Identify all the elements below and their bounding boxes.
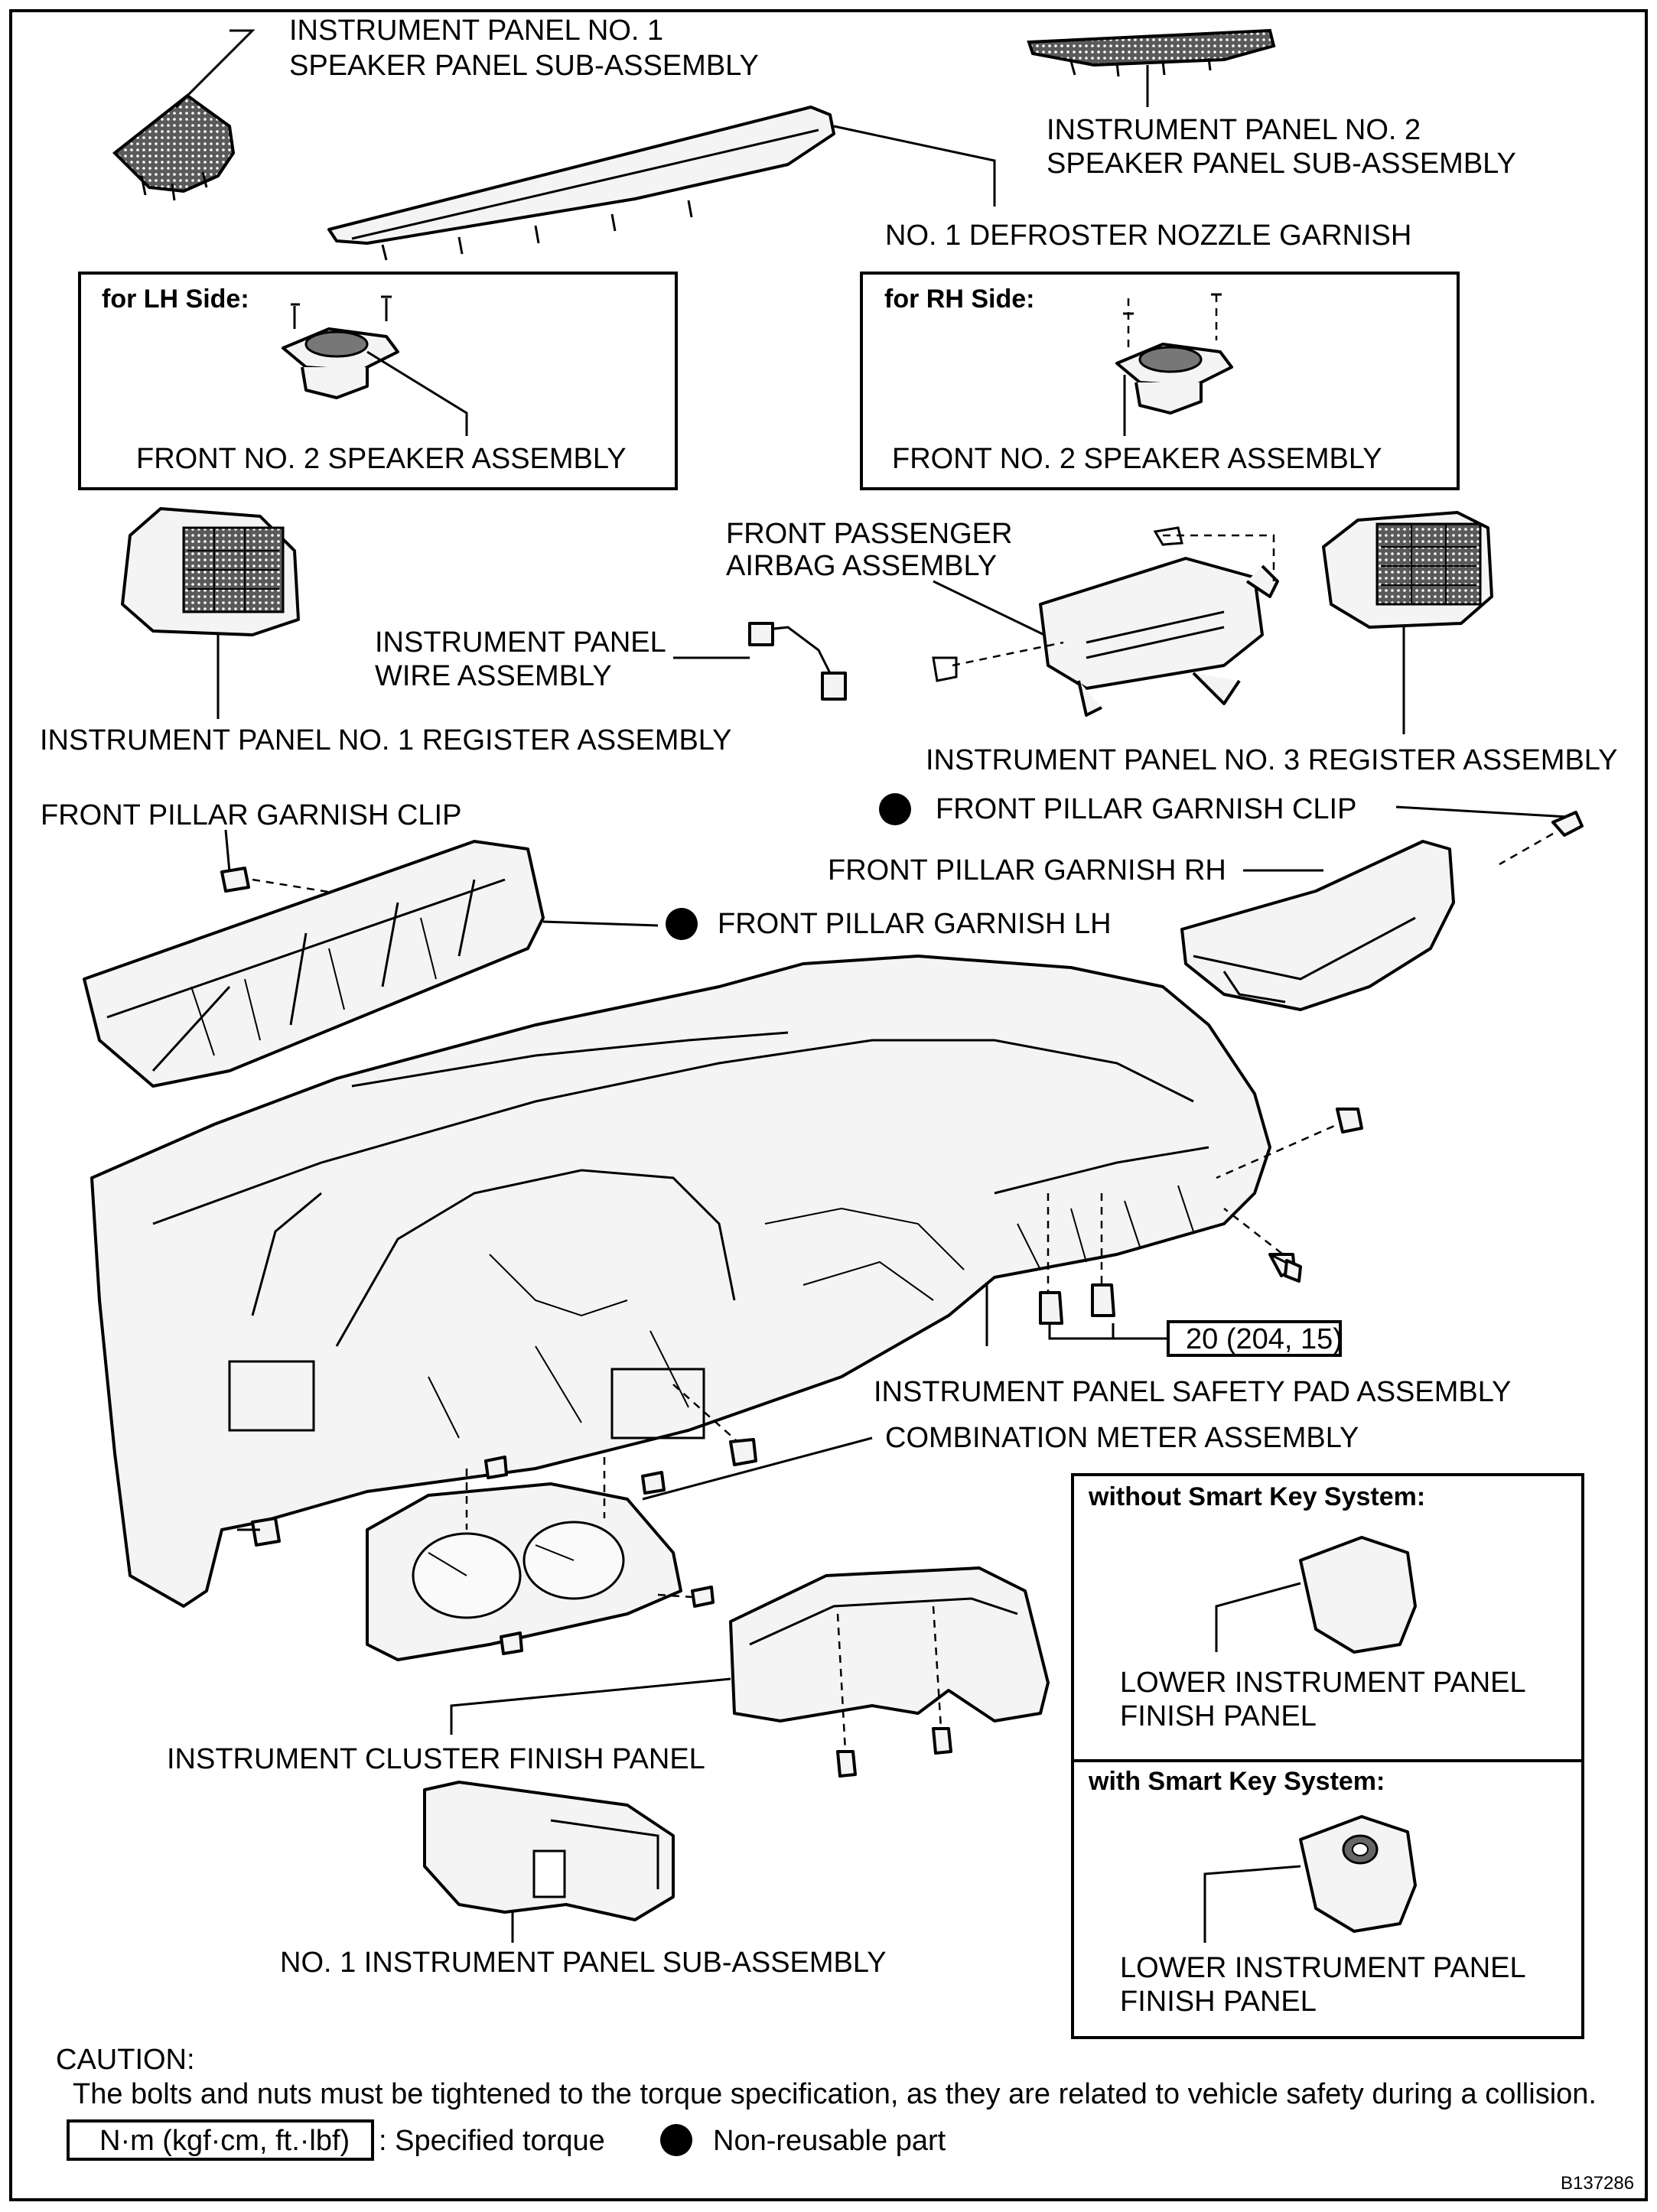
- legend-torque-text: : Specified torque: [379, 2125, 605, 2157]
- label-airbag-line1: FRONT PASSENGER: [726, 518, 1012, 550]
- label-lower-finish-a-line2: FINISH PANEL: [1120, 1700, 1317, 1732]
- legend-nonreusable-marker: [660, 2124, 692, 2156]
- instrument-panel-safety-pad-part: [90, 955, 1271, 1608]
- without-smart-key-title: without Smart Key System:: [1088, 1482, 1425, 1511]
- page-frame: [9, 9, 1648, 2201]
- with-smart-key-title: with Smart Key System:: [1088, 1767, 1385, 1796]
- caution-text: The bolts and nuts must be tightened to …: [73, 2078, 1597, 2110]
- nonreusable-marker-garnish-lh: [666, 908, 698, 940]
- label-lower-finish-a-line1: LOWER INSTRUMENT PANEL: [1120, 1667, 1526, 1699]
- passenger-airbag-part: [932, 526, 1279, 717]
- label-wire-line1: INSTRUMENT PANEL: [375, 626, 666, 659]
- speaker-rh-part: [1115, 293, 1233, 436]
- legend-torque-box: [67, 2119, 374, 2161]
- label-safety-pad: INSTRUMENT PANEL SAFETY PAD ASSEMBLY: [874, 1376, 1511, 1408]
- clip-rh-part: [1395, 805, 1584, 866]
- legend-nonreusable-text: Non-reusable part: [713, 2125, 946, 2157]
- label-speaker-rh: FRONT NO. 2 SPEAKER ASSEMBLY: [892, 443, 1382, 475]
- label-garnish-rh: FRONT PILLAR GARNISH RH: [828, 854, 1226, 886]
- speaker-panel-1-part: [112, 29, 256, 201]
- register-1-part: [121, 507, 300, 719]
- front-pillar-garnish-lh-part: [83, 840, 659, 1088]
- speaker-panel-2-part: [1027, 28, 1276, 107]
- nonreusable-marker-clip-rh: [879, 793, 911, 825]
- instrument-panel-wire-part: [673, 622, 847, 701]
- label-speaker-panel-1-line2: SPEAKER PANEL SUB-ASSEMBLY: [289, 50, 759, 82]
- label-combination-meter: COMBINATION METER ASSEMBLY: [885, 1422, 1359, 1454]
- rh-side-title: for RH Side:: [884, 285, 1034, 314]
- safety-pad-fasteners: [1039, 1108, 1363, 1340]
- label-sub-assembly: NO. 1 INSTRUMENT PANEL SUB-ASSEMBLY: [280, 1947, 887, 1979]
- front-pillar-garnish-rh-part: [1180, 840, 1455, 1011]
- caution-title: CAUTION:: [56, 2044, 195, 2076]
- register-3-part: [1322, 511, 1493, 734]
- label-speaker-panel-2-line2: SPEAKER PANEL SUB-ASSEMBLY: [1047, 148, 1516, 180]
- speaker-lh-part: [282, 295, 468, 436]
- safety-pad-center-nut: [672, 1384, 757, 1466]
- safety-pad-left-bolt: [237, 1517, 281, 1547]
- label-clip-lh: FRONT PILLAR GARNISH CLIP: [41, 799, 461, 831]
- instrument-cluster-finish-panel-part: [450, 1566, 1050, 1778]
- no1-instrument-panel-sub-assembly-part: [423, 1781, 675, 1943]
- label-clip-rh: FRONT PILLAR GARNISH CLIP: [936, 793, 1356, 825]
- combination-meter-part: [366, 1436, 873, 1661]
- label-register-3: INSTRUMENT PANEL NO. 3 REGISTER ASSEMBLY: [926, 744, 1617, 776]
- rh-side-box: [860, 272, 1460, 490]
- label-lower-finish-b-line1: LOWER INSTRUMENT PANEL: [1120, 1952, 1526, 1984]
- label-defroster-nozzle-garnish: NO. 1 DEFROSTER NOZZLE GARNISH: [885, 220, 1411, 252]
- label-lower-finish-b-line2: FINISH PANEL: [1120, 1986, 1317, 2018]
- label-speaker-lh: FRONT NO. 2 SPEAKER ASSEMBLY: [136, 443, 627, 475]
- lower-finish-panel-without-part: [1215, 1536, 1417, 1654]
- figure-id: B137286: [1561, 2173, 1634, 2194]
- label-airbag-line2: AIRBAG ASSEMBLY: [726, 550, 997, 582]
- with-smart-key-box: [1071, 1759, 1584, 2039]
- lower-finish-panel-with-part: [1203, 1815, 1417, 1943]
- defroster-nozzle-garnish-part: [327, 106, 996, 261]
- label-speaker-panel-1-line1: INSTRUMENT PANEL NO. 1: [289, 15, 663, 47]
- lh-side-title: for LH Side:: [102, 285, 249, 314]
- label-torque-value: 20 (204, 15): [1186, 1323, 1343, 1355]
- label-cluster-finish: INSTRUMENT CLUSTER FINISH PANEL: [167, 1743, 705, 1775]
- label-garnish-lh: FRONT PILLAR GARNISH LH: [718, 908, 1112, 940]
- legend-torque-box-text: N·m (kgf·cm, ft.·lbf): [99, 2125, 350, 2157]
- lh-side-box: [78, 272, 678, 490]
- label-speaker-panel-2-line1: INSTRUMENT PANEL NO. 2: [1047, 114, 1421, 146]
- label-register-1: INSTRUMENT PANEL NO. 1 REGISTER ASSEMBLY: [40, 724, 731, 756]
- label-wire-line2: WIRE ASSEMBLY: [375, 660, 612, 692]
- torque-spec-box: [1167, 1320, 1342, 1357]
